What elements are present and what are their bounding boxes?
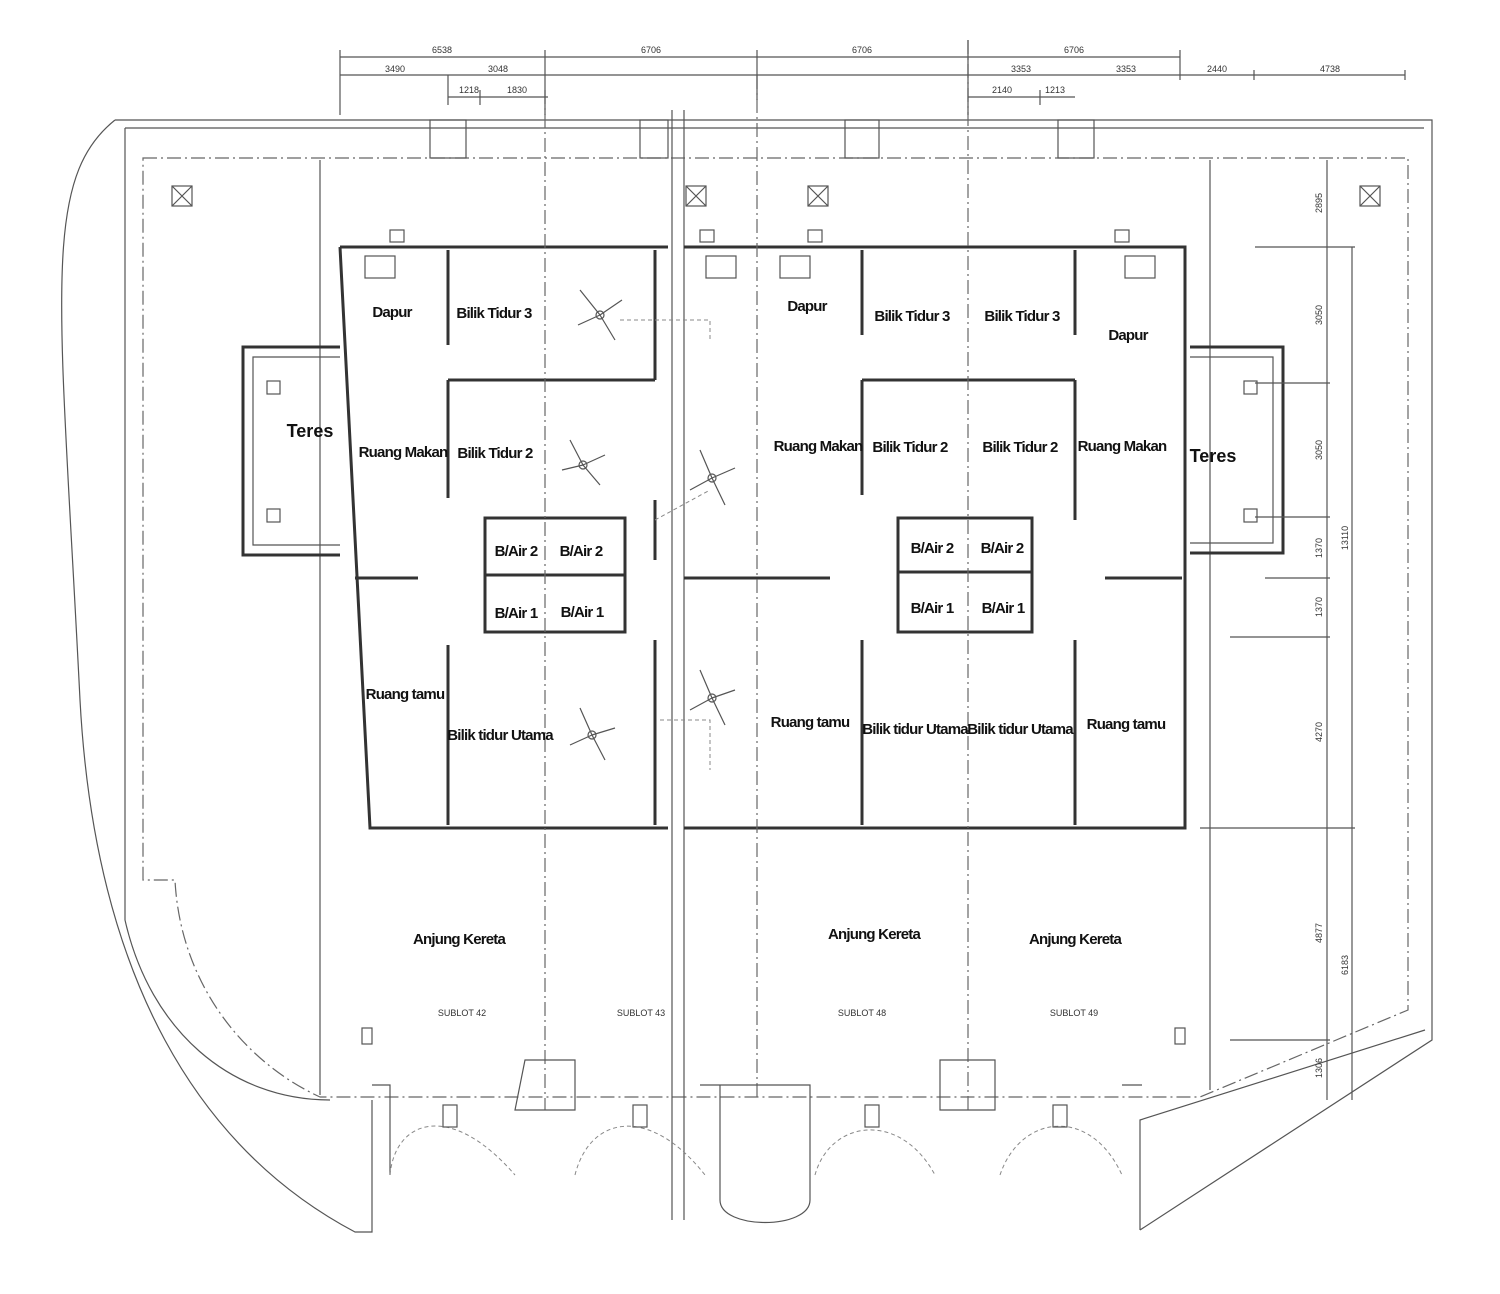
dim-label: 1370	[1314, 538, 1324, 558]
site-boundary	[61, 119, 1433, 1233]
dim-label: 1830	[507, 85, 527, 95]
room-label-bilik-tidur-utama: Bilik tidur Utama	[967, 721, 1074, 738]
room-label-dapur: Dapur	[787, 298, 827, 315]
dim-label: 6706	[852, 45, 872, 55]
room-label-teres: Teres	[1190, 446, 1237, 466]
room-label-dapur: Dapur	[1108, 327, 1148, 344]
room-label-anjung-kereta: Anjung Kereta	[1029, 931, 1123, 948]
dim-label: 3353	[1116, 64, 1136, 74]
room-label-ruang-tamu: Ruang tamu	[1087, 716, 1166, 733]
ceiling-fan-icons	[561, 289, 736, 770]
dim-label: 3050	[1314, 305, 1324, 325]
room-label-bilik-air-2: B/Air 2	[560, 543, 603, 560]
room-label-bilik-air-2: B/Air 2	[911, 540, 954, 557]
room-label-ruang-makan: Ruang Makan	[774, 438, 863, 455]
dim-label: 1306	[1314, 1058, 1324, 1078]
front-gates	[361, 1027, 1186, 1223]
dim-label: 1218	[459, 85, 479, 95]
gates	[429, 110, 1095, 1220]
room-label-bilik-tidur-3: Bilik Tidur 3	[874, 308, 950, 325]
dimension-lines	[339, 40, 1406, 1100]
room-label-ruang-makan: Ruang Makan	[1078, 438, 1167, 455]
room-label-ruang-tamu: Ruang tamu	[366, 686, 445, 703]
dim-label: 4738	[1320, 64, 1340, 74]
dimension-labels: 6538 6706 6706 6706 3490 3048 3353 3353 …	[385, 45, 1350, 1078]
building-walls	[338, 245, 1187, 830]
room-label-bilik-air-1: B/Air 1	[982, 600, 1025, 617]
inspection-chambers	[171, 185, 1381, 207]
dim-label: 4270	[1314, 722, 1324, 742]
room-label-bilik-tidur-utama: Bilik tidur Utama	[447, 727, 554, 744]
room-label-ruang-makan: Ruang Makan	[359, 444, 448, 461]
room-label-teres: Teres	[287, 421, 334, 441]
dim-label: 3048	[488, 64, 508, 74]
dim-label: 2440	[1207, 64, 1227, 74]
dim-label: 6706	[1064, 45, 1084, 55]
terraces	[241, 345, 1285, 557]
room-label-anjung-kereta: Anjung Kereta	[413, 931, 507, 948]
sublot-labels: SUBLOT 42 SUBLOT 43 SUBLOT 48 SUBLOT 49	[438, 1008, 1098, 1018]
dim-label: 6538	[432, 45, 452, 55]
room-label-bilik-air-2: B/Air 2	[981, 540, 1024, 557]
kitchen-sinks	[364, 229, 1156, 279]
dim-label: 1213	[1045, 85, 1065, 95]
dim-label: 4877	[1314, 923, 1324, 943]
dim-label: 1370	[1314, 597, 1324, 617]
dim-label: 3050	[1314, 440, 1324, 460]
dim-label: 6183	[1340, 955, 1350, 975]
room-label-ruang-tamu: Ruang tamu	[771, 714, 850, 731]
room-labels: Teres Teres Dapur Dapur Dapur Bilik Tidu…	[287, 298, 1237, 948]
room-label-bilik-air-1: B/Air 1	[561, 604, 604, 621]
room-label-bilik-air-1: B/Air 1	[495, 605, 538, 622]
sublot-label: SUBLOT 49	[1050, 1008, 1098, 1018]
room-label-bilik-tidur-3: Bilik Tidur 3	[984, 308, 1060, 325]
sublot-label: SUBLOT 42	[438, 1008, 486, 1018]
dim-label: 2140	[992, 85, 1012, 95]
room-label-bilik-tidur-utama: Bilik tidur Utama	[862, 721, 969, 738]
room-label-bilik-air-1: B/Air 1	[911, 600, 954, 617]
dim-label: 13110	[1340, 526, 1350, 550]
room-label-bilik-tidur-3: Bilik Tidur 3	[456, 305, 532, 322]
room-label-bilik-tidur-2: Bilik Tidur 2	[982, 439, 1058, 456]
room-label-bilik-air-2: B/Air 2	[495, 543, 538, 560]
dim-label: 3353	[1011, 64, 1031, 74]
party-lines	[544, 40, 969, 1110]
room-label-bilik-tidur-2: Bilik Tidur 2	[457, 445, 533, 462]
sublot-label: SUBLOT 48	[838, 1008, 886, 1018]
room-label-dapur: Dapur	[372, 304, 412, 321]
dim-label: 6706	[641, 45, 661, 55]
room-label-anjung-kereta: Anjung Kereta	[828, 926, 922, 943]
dim-label: 2895	[1314, 193, 1324, 213]
sublot-label: SUBLOT 43	[617, 1008, 665, 1018]
room-label-bilik-tidur-2: Bilik Tidur 2	[872, 439, 948, 456]
dim-label: 3490	[385, 64, 405, 74]
